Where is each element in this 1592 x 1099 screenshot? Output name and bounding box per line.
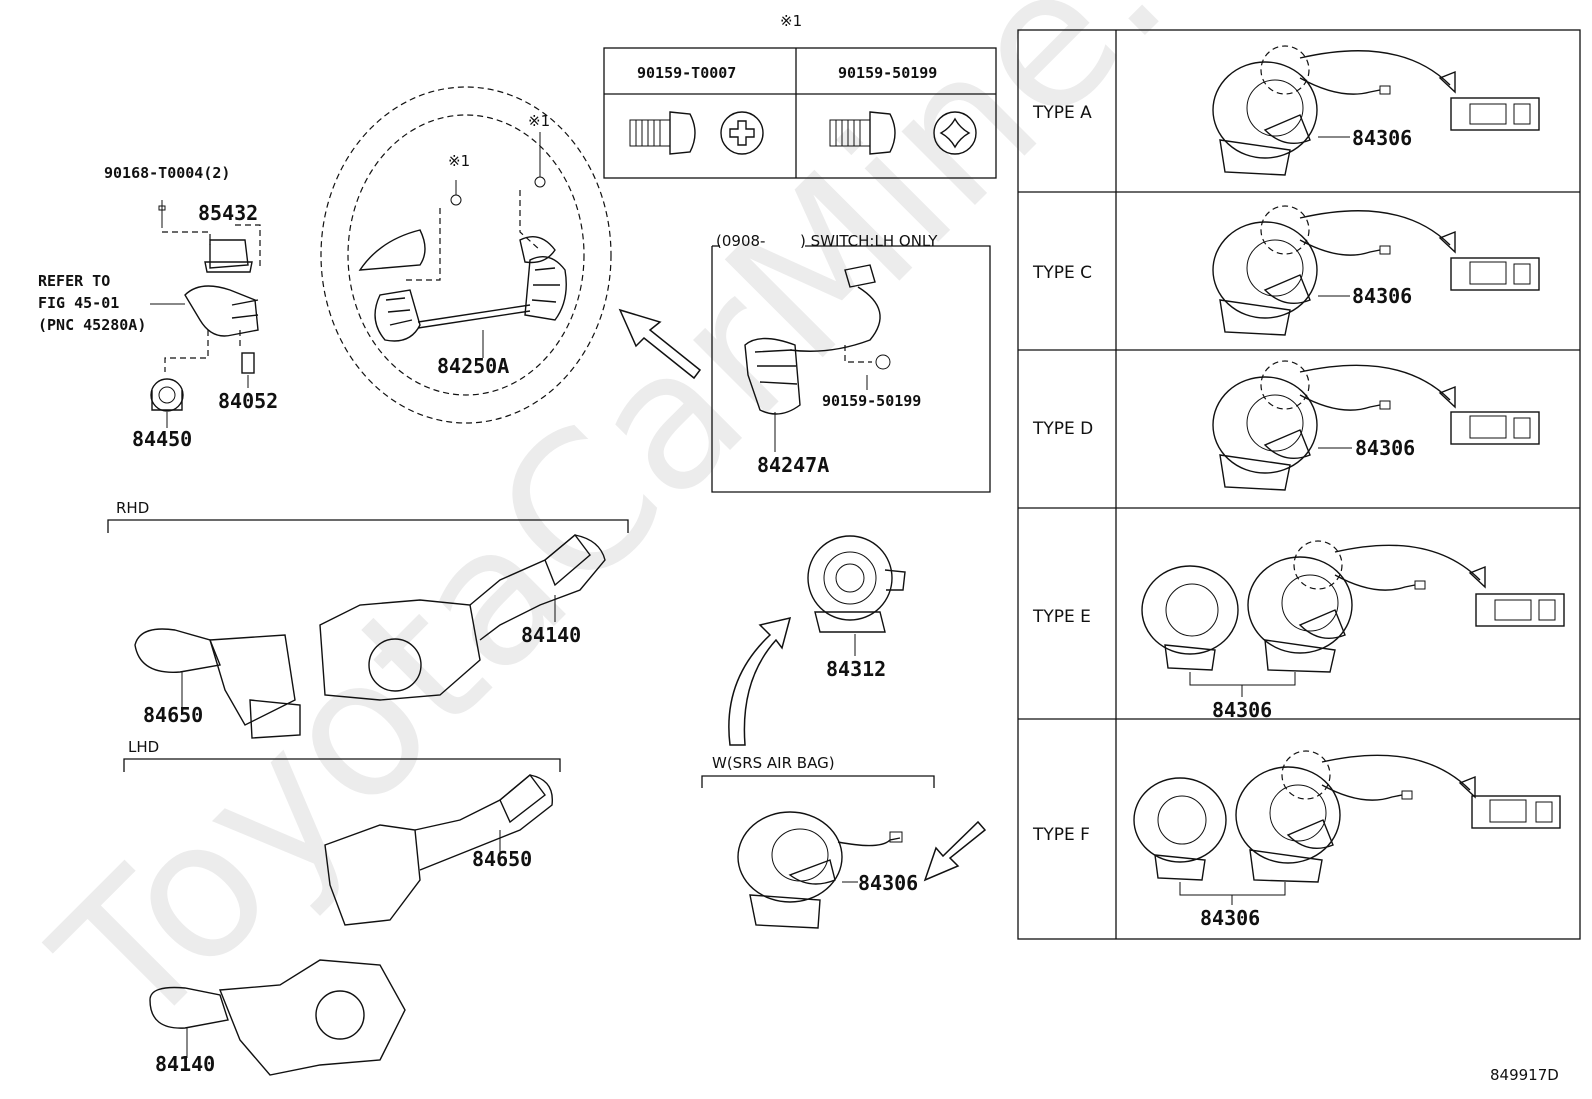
torx-head-icon — [933, 111, 977, 155]
switch-lh-box — [711, 245, 991, 493]
part-84650-rhd: 84650 — [143, 703, 203, 727]
screw-part-2: 90159-50199 — [838, 64, 937, 82]
type-part: 84306 — [1352, 284, 1412, 308]
part-90159-50199: 90159-50199 — [822, 392, 921, 410]
part-84312: 84312 — [826, 657, 886, 681]
type-label: TYPE F — [1032, 825, 1090, 845]
screw-icon — [629, 111, 696, 155]
group-srs: W(SRS AIR BAG) — [712, 754, 835, 772]
part-84650-lhd: 84650 — [472, 847, 532, 871]
type-part: 84306 — [1212, 698, 1272, 722]
watermark: ToyotaCarMine.ru — [15, 0, 1346, 1073]
note-mark-left: ※1 — [448, 152, 470, 170]
figure-id: 849917D — [1490, 1066, 1559, 1084]
type-part: 84306 — [1200, 906, 1260, 930]
refer-line-3: (PNC 45280A) — [38, 316, 146, 334]
type-label: TYPE A — [1032, 103, 1092, 123]
type-row-e: TYPE E 84306 — [1032, 540, 1565, 722]
screw-table: ※1 90159-T0007 90159-50199 — [603, 12, 997, 179]
steering-wheel — [320, 86, 612, 424]
type-row-d: TYPE D 84306 — [1032, 360, 1540, 491]
type-table — [1017, 29, 1581, 940]
refer-line-2: FIG 45-01 — [38, 294, 119, 312]
type-label: TYPE C — [1032, 263, 1092, 283]
part-90168: 90168-T0004(2) — [104, 164, 230, 182]
screw-icon — [829, 111, 896, 155]
part-84247A: 84247A — [757, 453, 829, 477]
type-part: 84306 — [1352, 126, 1412, 150]
note-mark-right: ※1 — [528, 112, 550, 130]
switch-box-label-a: (0908- — [716, 232, 765, 250]
type-row-c: TYPE C 84306 — [1032, 205, 1540, 336]
type-label: TYPE E — [1032, 607, 1091, 627]
part-84140-rhd: 84140 — [521, 623, 581, 647]
type-part: 84306 — [1355, 436, 1415, 460]
group-lhd: LHD — [128, 738, 159, 756]
part-84450: 84450 — [132, 427, 192, 451]
part-84250A: 84250A — [437, 354, 509, 378]
type-row-a: TYPE A 84306 — [1032, 45, 1540, 176]
curved-arrow-icon — [728, 616, 792, 746]
phillips-head-icon — [720, 111, 764, 155]
table-note-mark: ※1 — [780, 12, 802, 30]
screw-part-1: 90159-T0007 — [637, 64, 736, 82]
lock-cylinder-group — [150, 200, 261, 428]
combination-switch-rhd — [134, 533, 606, 739]
part-84306-srs: 84306 — [858, 871, 918, 895]
refer-line-1: REFER TO — [38, 272, 110, 290]
combination-switch-lhd — [149, 773, 554, 1076]
part-84140-lhd: 84140 — [155, 1052, 215, 1076]
part-84052: 84052 — [218, 389, 278, 413]
spiral-cable-84312 — [807, 535, 906, 656]
lhd-bracket — [123, 758, 561, 772]
spiral-cable-srs — [737, 811, 903, 929]
type-row-f: TYPE F 84306 — [1032, 750, 1561, 930]
rhd-bracket — [107, 519, 629, 533]
type-label: TYPE D — [1032, 419, 1093, 439]
srs-bracket — [701, 775, 935, 788]
arrow-to-wheel-icon — [618, 308, 702, 380]
part-85432: 85432 — [198, 201, 258, 225]
switch-box-label-b: ) SWITCH:LH ONLY — [800, 232, 938, 250]
group-rhd: RHD — [116, 499, 149, 517]
arrow-to-srs-icon — [923, 820, 987, 882]
